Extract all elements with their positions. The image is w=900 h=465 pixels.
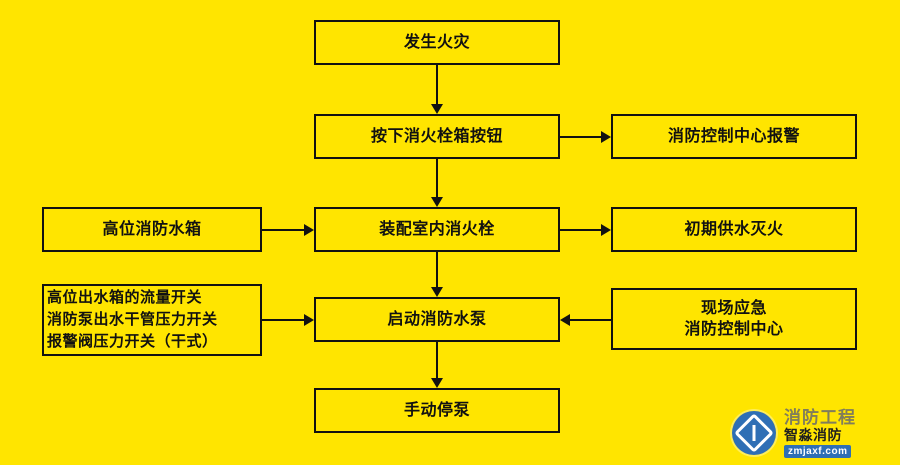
node-onsite-center: 现场应急 消防控制中心 <box>611 288 857 350</box>
watermark: 消防工程 智淼消防 zmjaxf.com <box>732 407 892 459</box>
node-alarm-center-label: 消防控制中心报警 <box>667 128 800 145</box>
node-press-button-label: 按下消火栓箱按钮 <box>370 128 503 145</box>
node-start-pump-label: 启动消防水泵 <box>387 311 487 328</box>
watermark-sub-text: 智淼消防 <box>784 427 842 444</box>
node-onsite-center-label: 现场应急 消防控制中心 <box>684 300 784 338</box>
node-switches: 高位出水箱的流量开关 消防泵出水干管压力开关 报警阀压力开关（干式） <box>42 284 262 356</box>
edge-switches-to-start-pump <box>262 314 314 331</box>
edge-high-tank-to-indoor-hydrant <box>262 224 314 241</box>
edge-start-pump-to-manual-stop <box>431 342 448 388</box>
edge-fire-to-press-button <box>431 65 448 114</box>
node-indoor-hydrant-label: 装配室内消火栓 <box>379 221 495 238</box>
node-alarm-center: 消防控制中心报警 <box>611 114 857 159</box>
watermark-url-text: zmjaxf.com <box>784 444 852 459</box>
node-start-pump: 启动消防水泵 <box>314 297 560 342</box>
watermark-main-text: 消防工程 <box>784 407 856 427</box>
edge-press-button-to-indoor-hydrant <box>431 159 448 207</box>
node-press-button: 按下消火栓箱按钮 <box>314 114 560 159</box>
node-switches-label: 高位出水箱的流量开关 消防泵出水干管压力开关 报警阀压力开关（干式） <box>47 289 218 350</box>
edge-onsite-center-to-start-pump <box>560 314 611 331</box>
watermark-text-group: 消防工程 智淼消防 zmjaxf.com <box>784 407 856 459</box>
node-fire-label: 发生火灾 <box>403 34 470 51</box>
node-indoor-hydrant: 装配室内消火栓 <box>314 207 560 252</box>
watermark-logo-icon <box>732 411 776 455</box>
node-high-tank-label: 高位消防水箱 <box>102 221 202 238</box>
node-initial-supply-label: 初期供水灭火 <box>684 221 784 238</box>
node-manual-stop-label: 手动停泵 <box>403 402 470 419</box>
edge-indoor-hydrant-to-initial-supply <box>560 224 611 241</box>
node-initial-supply: 初期供水灭火 <box>611 207 857 252</box>
node-manual-stop: 手动停泵 <box>314 388 560 433</box>
edge-indoor-hydrant-to-start-pump <box>431 252 448 297</box>
node-high-tank: 高位消防水箱 <box>42 207 262 252</box>
node-fire: 发生火灾 <box>314 20 560 65</box>
edge-press-button-to-alarm-center <box>560 131 611 148</box>
